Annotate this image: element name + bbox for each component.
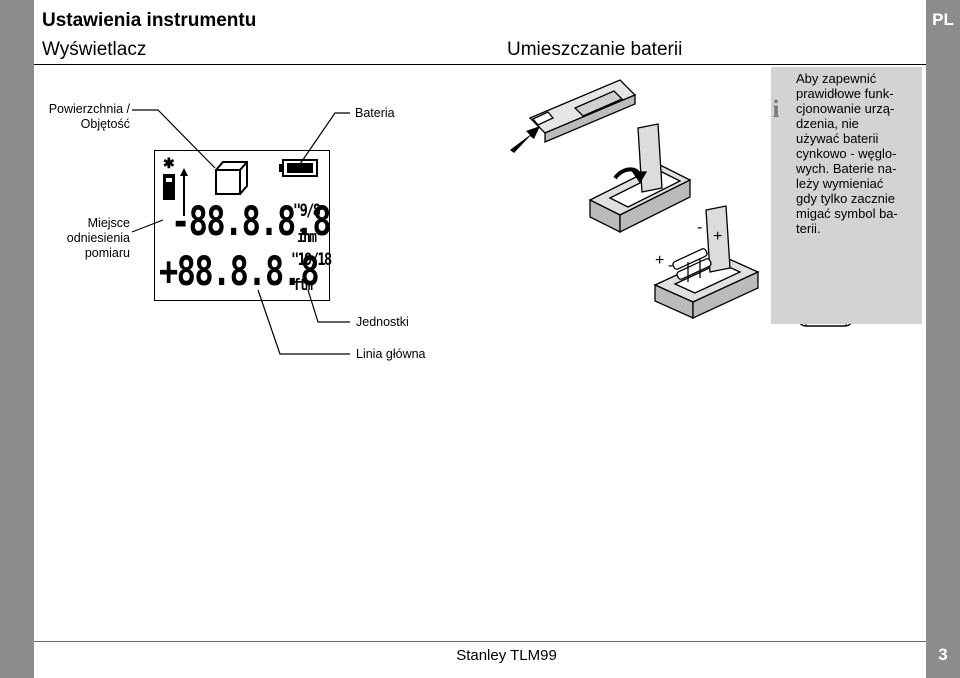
star-icon: ✱ <box>163 155 175 171</box>
info-line: prawidłowe funk- <box>796 86 894 101</box>
label-surface-volume-line1: Powierzchnia / <box>48 102 130 116</box>
battery-icon <box>279 159 318 177</box>
language-tab: PL <box>932 10 954 29</box>
battery-compartment-insert-illustration <box>653 205 760 320</box>
footer-text: Stanley TLM99 <box>456 647 557 664</box>
label-main-line: Linia główna <box>356 347 426 361</box>
cube-icon <box>215 161 248 195</box>
polarity-minus-1: - <box>668 257 674 274</box>
info-line: cynkowo - węglo- <box>796 146 897 161</box>
lcd-row-2-unit: ftm <box>293 275 313 294</box>
info-line: cjonowanie urzą- <box>796 101 895 116</box>
header-divider <box>34 64 926 65</box>
right-sidebar-bar <box>926 0 960 678</box>
page-title: Ustawienia instrumentu <box>42 10 257 31</box>
label-surface-volume-line2: Objętość <box>80 117 130 131</box>
callout-lines <box>131 109 350 355</box>
info-line: Aby zapewnić <box>796 71 877 86</box>
info-line: wych. Baterie na- <box>796 161 897 176</box>
device-back-illustration <box>528 79 637 143</box>
label-battery: Bateria <box>355 106 395 120</box>
info-line: terii. <box>796 221 821 236</box>
info-line: dzenia, nie <box>796 116 859 131</box>
polarity-plus-2: + <box>713 228 723 245</box>
footer-divider <box>34 641 926 642</box>
battery-compartment-open-illustration <box>588 123 692 234</box>
label-units: Jednostki <box>356 315 409 329</box>
info-line: używać baterii <box>796 131 879 146</box>
polarity-plus-1: + <box>655 252 665 269</box>
info-text: Aby zapewnić prawidłowe funk- cjonowanie… <box>796 71 918 236</box>
label-surface-volume: Powierzchnia / Objętość <box>40 102 130 132</box>
lcd-row-1-fraction: "9/8 <box>293 201 321 221</box>
info-icon: i <box>772 96 780 123</box>
lcd-row-2: +88.8.8.8 <box>159 249 320 295</box>
insert-arrow-icon <box>510 126 540 153</box>
reference-point-icon <box>163 168 188 216</box>
section-title-battery: Umieszczanie baterii <box>507 39 683 60</box>
lcd-row-1: -88.8.8.8 <box>171 199 332 245</box>
label-reference-point: Miejsce odniesienia pomiaru <box>40 216 130 261</box>
info-line: migać symbol ba- <box>796 206 898 221</box>
label-reference-line2: odniesienia <box>66 231 130 245</box>
polarity-minus-2: - <box>697 219 703 236</box>
page-number: 3 <box>938 645 948 664</box>
label-reference-line1: Miejsce <box>87 216 130 230</box>
left-sidebar-bar <box>0 0 34 678</box>
lcd-row-2-fraction: "19/18 <box>291 250 332 270</box>
info-line: leży wymieniać <box>796 176 884 191</box>
lcd-row-1-unit: inm <box>297 227 317 246</box>
label-reference-line3: pomiaru <box>84 246 130 260</box>
info-box <box>771 67 922 324</box>
section-title-display: Wyświetlacz <box>42 39 147 60</box>
info-line: gdy tylko zacznie <box>796 191 895 206</box>
